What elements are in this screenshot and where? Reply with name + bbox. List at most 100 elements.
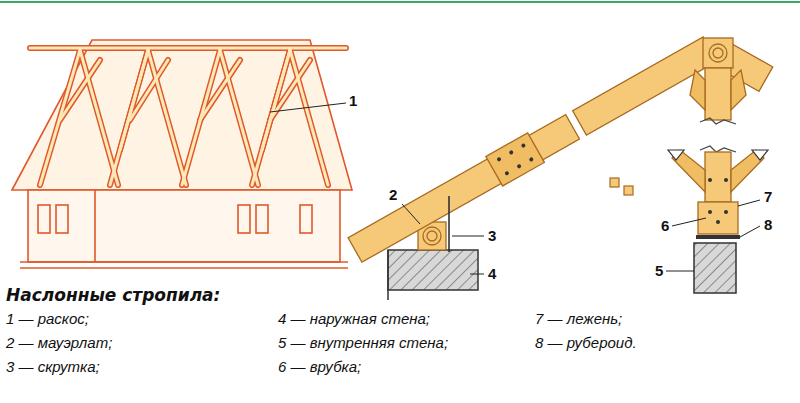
rafter-frames-part-part	[60, 60, 100, 120]
callout-number: 3	[487, 227, 497, 244]
leader-lines-part	[452, 236, 484, 237]
leader-lines-part	[270, 103, 346, 112]
break-marks-part	[700, 118, 736, 124]
callout-number: 6	[660, 217, 670, 234]
ridge-block-part	[709, 44, 727, 62]
outer-wall-part	[387, 250, 389, 300]
legend-entry: 2 — мауэрлат;	[6, 334, 112, 351]
arrow-marks-part	[668, 150, 684, 160]
rafter-frames-part-part	[80, 50, 118, 185]
inner-wall-part	[694, 243, 736, 293]
rafter-frames-part-part	[290, 50, 328, 185]
break-marks-part	[610, 178, 619, 187]
rafter-frames-part-part	[110, 50, 148, 185]
main-rafter-part	[486, 133, 545, 186]
rafter-frames-part	[30, 48, 346, 185]
leader-lines	[270, 103, 760, 274]
legend-entry: 6 — врубка;	[278, 358, 361, 375]
outer-wall-part	[388, 250, 478, 290]
lower-post-part-part	[724, 178, 728, 182]
house-drawing-part	[28, 190, 340, 262]
top-rule	[0, 1, 800, 3]
legend-entry: 7 — лежень;	[535, 310, 622, 327]
callout-number: 2	[388, 186, 398, 203]
rafter-frames-part-part	[252, 50, 290, 185]
callout-number: 1	[348, 92, 358, 109]
main-rafter-part	[573, 37, 717, 135]
callout-number: 7	[763, 188, 773, 205]
rafter-frames-part-part	[252, 50, 290, 185]
rafter-frames-part-part	[200, 60, 240, 120]
rafter-frames-part-part	[120, 50, 148, 150]
legend-title: Наслонные стропила:	[6, 285, 220, 305]
ridge-block-part	[690, 70, 705, 110]
legend-entry: 8 — рубероид.	[535, 334, 637, 351]
rafter-frames-part-part	[262, 50, 290, 150]
main-rafter-part	[348, 152, 514, 263]
lower-post-part	[708, 178, 728, 224]
rafter-frames-part-part	[148, 50, 186, 185]
ridge-block	[690, 38, 746, 120]
rafter-frames-part-part	[60, 60, 100, 120]
lower-post-part-part	[708, 178, 712, 182]
lower-post-part-part	[708, 210, 712, 214]
rafter-frames-part-part	[220, 50, 258, 185]
rafter-frames-part	[30, 48, 346, 185]
callout-number: 5	[654, 262, 664, 279]
house-drawing	[12, 40, 352, 268]
arrow-marks	[668, 150, 768, 160]
leader-lines-part	[470, 274, 484, 275]
rafter-frames-part-part	[110, 50, 148, 185]
lower-post-part-part	[724, 210, 728, 214]
ridge-block-part	[705, 68, 731, 120]
inner-wall	[694, 243, 736, 293]
legend-entry: 1 — раскос;	[6, 310, 89, 327]
rafter-frames-part-part	[148, 50, 186, 185]
ridge-block-part	[713, 48, 723, 58]
leader-lines-part	[402, 204, 420, 224]
legend-entry: 5 — внутренняя стена;	[278, 334, 448, 351]
main-rafter-part-part	[516, 164, 521, 169]
main-rafter-part-part	[521, 143, 526, 148]
leader-lines-part	[666, 271, 694, 272]
callout-number: 4	[487, 265, 497, 282]
legend-entry: 4 — наружная стена;	[278, 310, 430, 327]
main-rafter	[347, 34, 719, 265]
twist-wire	[448, 196, 450, 252]
leader-lines-part	[738, 200, 760, 206]
rafter-frames-part-part	[220, 50, 258, 185]
house-drawing-part	[300, 205, 312, 233]
house-drawing-part	[38, 205, 50, 233]
house-drawing-part	[56, 205, 68, 233]
rafter-frames	[30, 48, 346, 185]
ridge-block-part	[731, 70, 746, 110]
lower-post-part	[705, 152, 731, 202]
main-rafter-part	[496, 143, 534, 176]
house-drawing-part	[238, 205, 250, 233]
outer-wall	[388, 250, 478, 300]
ridge-block-part	[703, 38, 733, 68]
mauerlat-part	[423, 227, 441, 245]
callout-number: 8	[763, 216, 773, 233]
mauerlat-part	[427, 231, 437, 241]
house-drawing-part	[94, 190, 96, 262]
arrow-marks-part	[752, 150, 768, 160]
main-rafter-part-part	[529, 157, 534, 162]
lower-post-part-part	[716, 220, 720, 224]
house-drawing-part	[256, 205, 268, 233]
lower-post	[672, 150, 764, 234]
house-drawing-part	[12, 40, 352, 190]
rafter-frames-part-part	[30, 47, 346, 50]
house-drawing-part	[20, 261, 348, 263]
break-marks-part	[624, 186, 633, 195]
house-drawing-part	[20, 267, 348, 269]
leader-lines-part	[672, 218, 706, 226]
break-marks-part	[700, 146, 736, 152]
roofing-felt	[696, 235, 740, 239]
main-rafter-part-part	[496, 157, 501, 162]
twist-wire-part	[448, 196, 450, 252]
rafter-frames-part-part	[80, 50, 118, 185]
rafter-frames-part-part	[290, 50, 328, 185]
main-rafter-part-part	[504, 171, 509, 176]
